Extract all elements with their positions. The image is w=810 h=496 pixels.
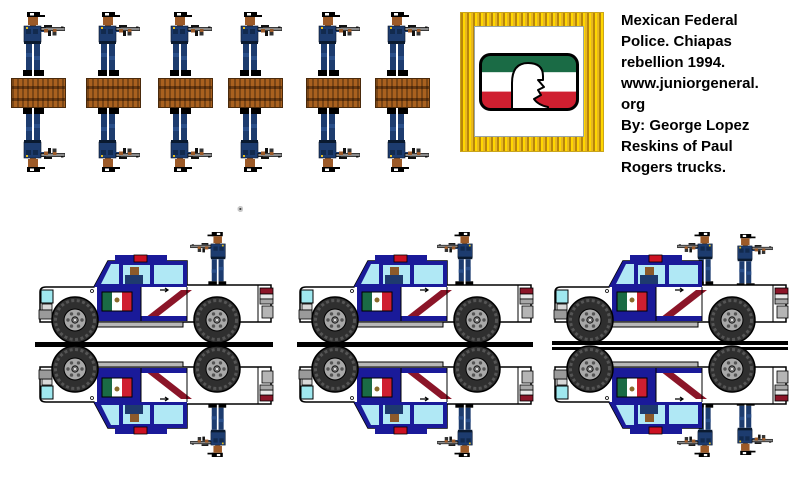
soldier-unit	[374, 12, 436, 174]
truck-figure-mirrored	[299, 346, 533, 457]
info-line: rebellion 1994.	[621, 54, 726, 71]
soldier-figure-mirrored	[317, 108, 360, 172]
bed-soldier-figure	[190, 231, 227, 287]
ground-line	[297, 342, 533, 347]
police-emblem	[479, 52, 579, 111]
info-line: Mexican Federal	[621, 12, 738, 29]
truck-figure-mirrored	[39, 346, 273, 457]
bed-soldier-figure	[736, 233, 773, 289]
info-text: Mexican Federal Police. Chiapas rebellio…	[621, 10, 806, 178]
soldier-unit	[157, 12, 219, 174]
wood-base	[86, 78, 141, 108]
info-line: Reskins of Paul	[621, 138, 733, 155]
soldier-figure	[97, 12, 140, 76]
truck-figure-mirrored	[554, 346, 788, 457]
police-flag	[460, 12, 604, 152]
flag-field	[474, 26, 584, 137]
wood-base	[375, 78, 430, 108]
info-line: www.juniorgeneral.	[621, 75, 759, 92]
soldier-figure-mirrored	[386, 108, 429, 172]
soldier-figure-mirrored	[239, 108, 282, 172]
truck-unit	[295, 230, 535, 462]
soldier-figure-mirrored	[169, 108, 212, 172]
soldier-figure	[22, 12, 65, 76]
soldier-figure-mirrored	[97, 108, 140, 172]
soldier-figure	[386, 12, 429, 76]
truck-figure	[35, 231, 275, 462]
wood-base	[306, 78, 361, 108]
info-line: Rogers trucks.	[621, 159, 727, 176]
soldier-unit	[227, 12, 289, 174]
stray-mark	[234, 206, 243, 212]
soldier-figure	[239, 12, 282, 76]
info-line: By: George Lopez	[621, 117, 750, 134]
wood-base	[228, 78, 283, 108]
ground-line	[35, 342, 273, 347]
info-line: org	[621, 96, 646, 113]
wood-base	[11, 78, 66, 108]
soldier-unit	[10, 12, 72, 174]
soldier-figure-mirrored	[22, 108, 65, 172]
truck-figure	[297, 231, 535, 462]
truck-figure	[552, 231, 790, 462]
soldier-unit	[305, 12, 367, 174]
soldier-head-silhouette-icon	[511, 61, 549, 109]
soldier-figure	[317, 12, 360, 76]
ground-line	[552, 341, 788, 350]
truck-unit	[550, 230, 790, 462]
soldier-figure	[169, 12, 212, 76]
wood-base	[158, 78, 213, 108]
info-line: Police. Chiapas	[621, 33, 732, 50]
soldier-unit	[85, 12, 147, 174]
truck-unit	[35, 230, 275, 462]
